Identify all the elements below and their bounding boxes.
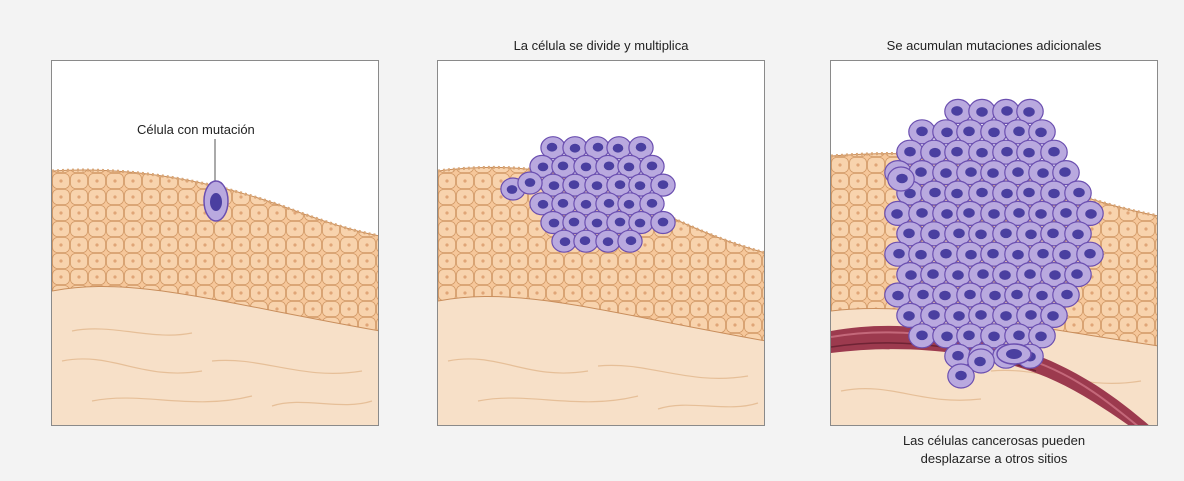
tumor-cell: [888, 167, 914, 191]
circulating-cancer-cell: [997, 344, 1031, 364]
panel-3-title: Se acumulan mutaciones adicionales: [830, 38, 1158, 53]
panel-single-mutated-cell: [51, 60, 379, 426]
tumor-cell: [596, 230, 620, 252]
tumor-cell: [948, 364, 974, 388]
mutated-cell-label: Célula con mutación: [137, 122, 255, 137]
panel-cell-division: [437, 60, 765, 426]
tumor-cell: [518, 172, 542, 194]
panel-2-illustration: [438, 61, 765, 426]
metastasis-caption-line-2: desplazarse a otros sitios: [830, 450, 1158, 468]
tumor-cell: [552, 230, 576, 252]
metastasis-caption: Las células cancerosas pueden desplazars…: [830, 432, 1158, 468]
mutated-cell: [204, 181, 228, 221]
tumor-cell: [651, 212, 675, 234]
panel-3-illustration: [831, 61, 1158, 426]
tumor-cell: [574, 230, 598, 252]
metastasis-caption-line-1: Las células cancerosas pueden: [830, 432, 1158, 450]
panel-2-title: La célula se divide y multiplica: [437, 38, 765, 53]
tumor-cell: [618, 230, 642, 252]
tumor-cell: [909, 324, 935, 348]
panel-additional-mutations: [830, 60, 1158, 426]
panel-1-illustration: [52, 61, 379, 426]
